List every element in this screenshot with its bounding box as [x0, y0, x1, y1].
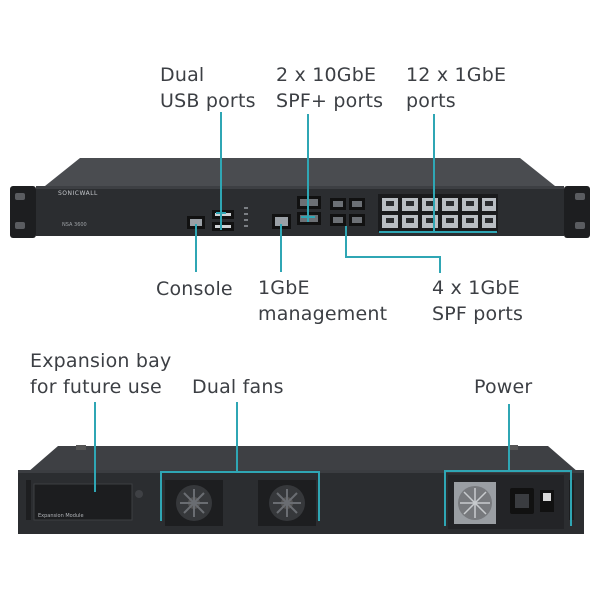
sfp-callout-line — [345, 226, 347, 257]
console-label: Console — [156, 278, 233, 300]
expansion-bay-label: Expansion bay for future use — [30, 350, 172, 398]
usb-ports-label: Dual USB ports — [160, 64, 256, 112]
sfp-plus-callout-line — [307, 114, 309, 222]
power-label: Power — [474, 376, 533, 398]
expansion-module-label: Expansion Module — [38, 513, 84, 519]
rear-chassis-top — [28, 446, 578, 472]
power-callout-line — [508, 404, 510, 471]
dual-fans-label: Dual fans — [192, 376, 284, 398]
front-chassis-top — [45, 158, 555, 186]
brand-logo: SONICWALL — [58, 190, 98, 197]
expansion-callout-line — [94, 402, 96, 492]
console-callout-line — [195, 224, 197, 272]
management-callout-line — [280, 224, 282, 272]
usb-callout-line — [220, 112, 222, 230]
expansion-bay — [33, 483, 133, 521]
sfp-ports-label: 4 x 1GbE SPF ports — [432, 277, 524, 325]
model-label: NSA 3600 — [62, 222, 87, 228]
management-port-label: 1GbE management — [258, 277, 388, 325]
sfp-plus-ports-label: 2 x 10GbE SPF+ ports — [276, 64, 384, 112]
gbe-callout-line — [433, 114, 435, 232]
fans-callout-line — [236, 402, 238, 472]
gbe-ports-label: 12 x 1GbE ports — [406, 64, 507, 112]
